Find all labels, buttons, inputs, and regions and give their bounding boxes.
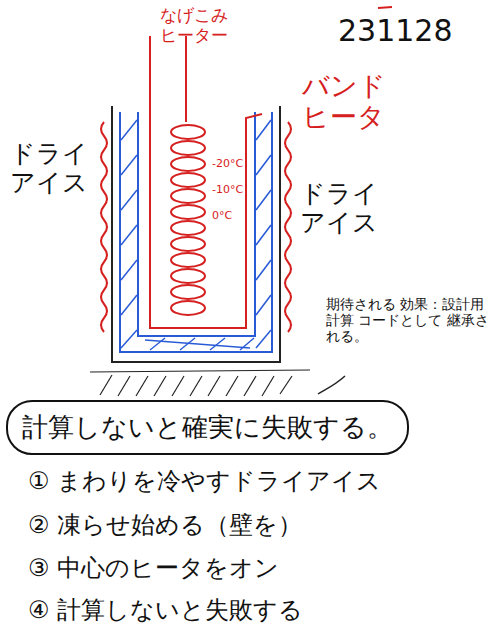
- step-item: ① まわりを冷やすドライアイス: [28, 468, 381, 496]
- heater-lead: [150, 36, 262, 328]
- ground-hatch: [90, 370, 310, 396]
- warning-bubble: 計算しないと確実に失敗する。: [6, 400, 409, 455]
- heater-label: なげこみ ヒーター: [160, 6, 238, 45]
- bubble-text: 計算しないと確実に失敗する。: [22, 410, 393, 445]
- date-label: 231128: [338, 14, 453, 49]
- temperature-label: -20°C: [210, 158, 245, 171]
- ice-layer-inner: [138, 112, 255, 336]
- ice-layer-outer: [120, 112, 272, 352]
- band-heater-label: バンド ヒータ: [302, 70, 394, 132]
- heater-lead: [185, 36, 187, 122]
- step-item: ④ 計算しないと失敗する: [28, 597, 303, 625]
- dry-ice-label: ドライ アイス: [300, 180, 385, 238]
- expected-effect-note: 期待される 効果：設計用計算 コードとして 継承される。: [326, 296, 494, 344]
- temperature-label: 0°C: [210, 210, 234, 223]
- dry-ice-label: ドライ アイス: [10, 140, 95, 198]
- leader-line: [318, 376, 345, 394]
- temperature-label: -10°C: [210, 184, 245, 197]
- band-heater: [101, 122, 107, 332]
- heater-coil: [171, 125, 205, 315]
- ice-hatch: [121, 120, 271, 350]
- beaker-wall: [112, 106, 280, 362]
- step-item: ③ 中心のヒータをオン: [28, 555, 279, 583]
- band-heater: [285, 122, 291, 332]
- red-tick: [378, 7, 392, 8]
- step-item: ② 凍らせ始める（壁を）: [28, 512, 302, 540]
